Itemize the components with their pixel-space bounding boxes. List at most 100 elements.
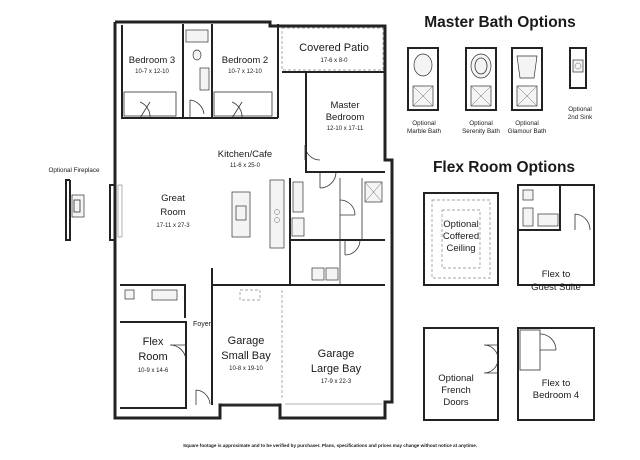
flex-line2: Room — [138, 351, 167, 363]
coffered-line1: Optional — [443, 219, 478, 230]
hall-toilet — [192, 49, 202, 61]
kitchen-counter — [269, 179, 285, 249]
glamour-bath-line2: Glamour Bath — [508, 128, 547, 135]
flex-line1: Flex — [143, 336, 164, 348]
option-bedroom4: Flex to Bedroom 4 — [517, 327, 595, 421]
garage-large-dims: 17-9 x 22-3 — [321, 379, 352, 385]
master-bedroom-line2: Bedroom — [326, 112, 365, 123]
glamour-bath-line1: Optional — [515, 120, 538, 127]
bedroom3-name: Bedroom 3 — [129, 55, 175, 66]
hall-tub — [185, 29, 209, 43]
marble-shower-x — [412, 85, 434, 107]
foyer-name: Foyer — [193, 321, 212, 328]
option-french-doors: Optional French Doors — [423, 327, 499, 421]
serenity-bath-line2: Serenity Bath — [462, 128, 500, 135]
flex-room-heading: Flex Room Options — [433, 159, 575, 176]
door-swing-bed3 — [139, 101, 151, 119]
coffered-line3: Ceiling — [446, 243, 475, 254]
french-doors-line3: Doors — [443, 397, 469, 408]
door-swing-hall — [189, 99, 205, 118]
closet-bed3 — [123, 91, 177, 117]
master-vanity — [292, 181, 304, 213]
bedroom4-outline — [517, 327, 595, 421]
master-bath-heading: Master Bath Options — [424, 14, 576, 31]
serenity-shower-x — [470, 85, 492, 107]
bedroom3-dims: 10-7 x 12-10 — [135, 69, 169, 75]
sink-line2: 2nd Sink — [568, 114, 593, 121]
french-door-swing-lower — [483, 358, 499, 374]
option-2nd-sink: Optional 2nd Sink — [568, 47, 593, 121]
garage-large-line1: Garage — [318, 348, 355, 360]
coffered-outline — [423, 192, 499, 286]
guest-toilet-icon — [522, 189, 534, 201]
flex-dims: 10-9 x 14-6 — [138, 368, 169, 374]
master-shower-x — [364, 181, 383, 203]
garage-step — [239, 289, 261, 301]
master-bedroom-dims: 12-10 x 17-11 — [327, 126, 364, 132]
guest-suite-line1: Flex to — [542, 269, 571, 280]
sink-icon — [572, 59, 584, 73]
main-floor-plan — [109, 20, 394, 420]
flex-hall-bath-wall — [120, 284, 186, 318]
fireplace-box — [71, 194, 85, 218]
option-glamour-bath: Optional Glamour Bath — [508, 47, 547, 135]
french-doors-line2: French — [441, 385, 471, 396]
flex-room-options: Flex Room Options Optional Coffered Ceil… — [423, 159, 595, 421]
closet-bed2 — [213, 91, 273, 117]
garage-small-line2: Small Bay — [221, 350, 271, 362]
great-room-line1: Great — [161, 193, 185, 204]
footer-note: Square footage is approximate and to be … — [183, 443, 477, 448]
coffered-outer-tray — [431, 199, 491, 279]
sink-outline — [569, 47, 587, 89]
marble-bath-line2: Marble Bath — [407, 128, 441, 135]
island-sink — [235, 205, 247, 221]
coffered-line2: Coffered — [443, 231, 479, 242]
fireplace-wall — [109, 184, 115, 241]
door-swing-flex — [169, 344, 187, 362]
garage-large-line2: Large Bay — [311, 363, 362, 375]
door-swing-master — [319, 171, 337, 189]
glamour-shower-x — [516, 85, 538, 107]
exterior-wall — [113, 20, 394, 420]
master-bath-options: Master Bath Options Optional Marble Bath… — [407, 14, 593, 135]
bedroom2-dims: 10-7 x 12-10 — [228, 69, 262, 75]
sink-bowl-icon — [574, 62, 582, 70]
marble-bath-line1: Optional — [412, 120, 435, 127]
door-swing-bed2 — [231, 101, 243, 119]
bedroom-divider — [121, 25, 278, 119]
marble-bath-outline — [407, 47, 439, 111]
guest-vanity-icon — [522, 207, 534, 227]
door-swing-master-bath — [339, 199, 356, 216]
powder-vanity — [151, 289, 178, 301]
guest-tub-icon — [537, 213, 559, 227]
serenity-tub-inner — [474, 57, 488, 75]
pantry-shelf — [291, 217, 305, 237]
door-swing-laundry — [344, 239, 361, 256]
great-room-window — [117, 184, 123, 238]
hall-vanity — [199, 67, 210, 91]
serenity-tub-icon — [470, 53, 492, 79]
covered-patio-dims: 17-6 x 8-0 — [320, 58, 348, 64]
marble-tub-icon — [413, 53, 433, 77]
bedroom2-name: Bedroom 2 — [222, 55, 268, 66]
bedroom4-line1: Flex to — [542, 378, 571, 389]
fireplace-option: Optional Fireplace — [48, 167, 100, 241]
french-doors-line1: Optional — [438, 373, 473, 384]
french-doors-outline — [423, 327, 499, 421]
fireplace-option-wall — [65, 179, 71, 241]
great-room-dims: 17-11 x 27-3 — [156, 223, 190, 229]
glamour-tub-icon — [516, 55, 538, 79]
option-marble-bath: Optional Marble Bath — [407, 47, 441, 135]
master-west-wall — [305, 72, 385, 173]
option-serenity-bath: Optional Serenity Bath — [462, 47, 500, 135]
fireplace-hearth — [73, 199, 81, 213]
covered-patio-name: Covered Patio — [299, 42, 369, 54]
option-coffered-ceiling: Optional Coffered Ceiling — [423, 192, 499, 286]
bedroom4-line2: Bedroom 4 — [533, 390, 579, 401]
room-labels: Bedroom 3 10-7 x 12-10 Bedroom 2 10-7 x … — [129, 42, 369, 385]
guest-suite-line2: Guest Suite — [531, 282, 581, 293]
washer — [311, 267, 325, 281]
bedroom4-closet — [519, 329, 541, 371]
bedroom4-door-swing — [539, 333, 557, 351]
